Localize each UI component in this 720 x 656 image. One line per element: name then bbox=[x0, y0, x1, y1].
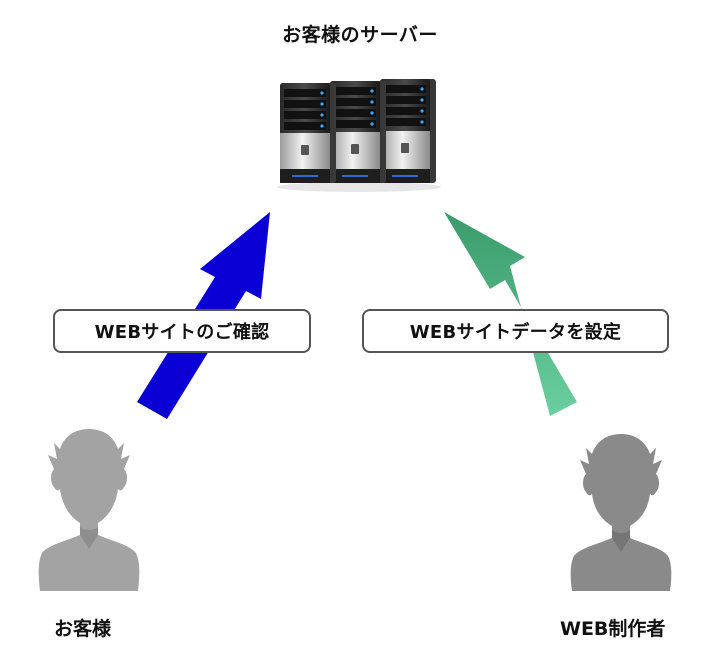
creator-caption: WEB制作者 bbox=[560, 618, 666, 640]
customer-action-label: WEBサイトのご確認 bbox=[53, 309, 311, 353]
server-rack-icon bbox=[277, 79, 441, 192]
creator-arrow bbox=[444, 212, 577, 416]
customer-caption: お客様 bbox=[54, 618, 112, 640]
diagram-title: お客様のサーバー bbox=[282, 24, 438, 46]
creator-person-icon bbox=[570, 434, 672, 591]
customer-person-icon bbox=[38, 429, 140, 591]
creator-action-label: WEBサイトデータを設定 bbox=[362, 309, 669, 353]
